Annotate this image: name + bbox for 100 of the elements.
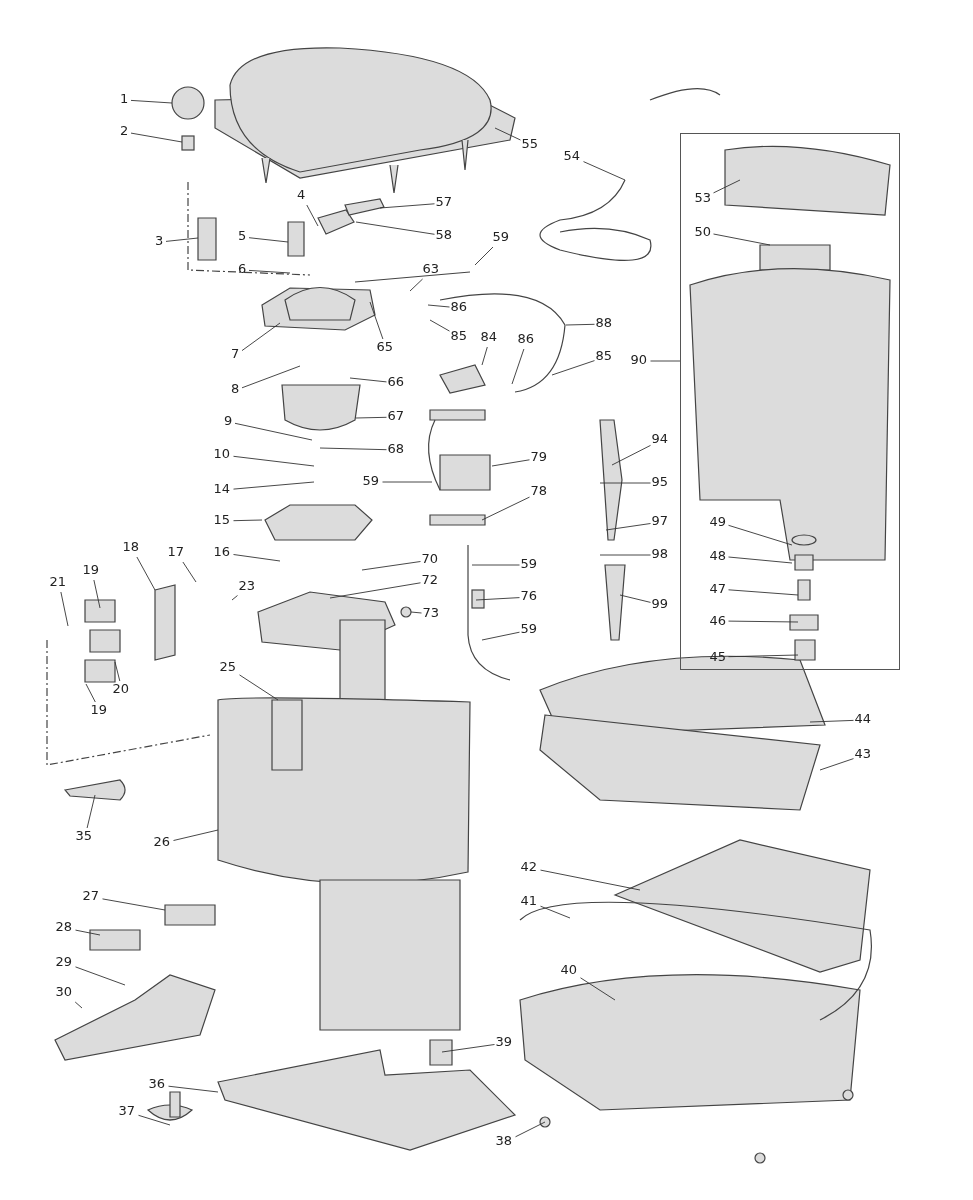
leader-line (355, 416, 387, 419)
callout-number: 39 (495, 1034, 513, 1050)
callout-number: 18 (122, 539, 140, 555)
callout-number: 28 (55, 919, 73, 935)
inset-frame (680, 133, 900, 670)
leader-line (551, 360, 595, 376)
leader-line (382, 481, 433, 483)
callout-number: 84 (480, 329, 498, 345)
leader-line (494, 127, 521, 141)
leader-line (728, 556, 793, 564)
callout-number: 50 (694, 224, 712, 240)
leader-line (233, 519, 263, 522)
callout-number: 98 (651, 546, 669, 562)
callout-number: 36 (148, 1076, 166, 1092)
callout-number: 17 (167, 544, 185, 560)
callout-number: 9 (224, 413, 233, 429)
callout-number: 58 (435, 227, 453, 243)
leader-line (599, 482, 651, 484)
callout-number: 2 (120, 123, 129, 139)
callout-number: 59 (492, 229, 510, 245)
callout-number: 53 (694, 190, 712, 206)
callout-number: 1 (120, 91, 129, 107)
callout-number: 6 (238, 261, 247, 277)
callout-number: 3 (155, 233, 164, 249)
callout-number: 86 (450, 299, 468, 315)
callout-number: 14 (213, 481, 231, 497)
leader-line (491, 459, 530, 467)
leader-line (93, 579, 101, 609)
leader-line (349, 377, 387, 383)
callout-number: 47 (709, 581, 727, 597)
callout-number: 38 (495, 1133, 513, 1149)
leader-line (605, 523, 651, 531)
callout-number: 30 (55, 984, 73, 1000)
callout-number: 79 (530, 449, 548, 465)
leader-line (60, 591, 69, 627)
leader-line (86, 794, 96, 829)
callout-number: 54 (563, 148, 581, 164)
callout-number: 7 (231, 346, 240, 362)
callout-number: 59 (520, 621, 538, 637)
callout-number: 97 (651, 513, 669, 529)
leader-line (429, 319, 450, 332)
leader-line (728, 654, 799, 658)
leader-line (583, 161, 626, 181)
leader-line (481, 496, 530, 521)
callout-number: 16 (213, 544, 231, 560)
leader-line (819, 758, 854, 771)
callout-number: 95 (651, 474, 669, 490)
leader-line (241, 322, 281, 352)
leader-line (102, 898, 166, 911)
callout-number: 73 (422, 605, 440, 621)
callout-number: 72 (421, 572, 439, 588)
leader-line (173, 829, 219, 841)
leader-line (319, 447, 387, 451)
leader-line (471, 564, 520, 566)
leader-line (234, 422, 313, 441)
callout-number: 29 (55, 954, 73, 970)
leader-line (136, 556, 156, 591)
callout-number: 15 (213, 512, 231, 528)
leader-line (306, 204, 319, 227)
leader-line (809, 719, 854, 723)
callout-number: 59 (520, 556, 538, 572)
callout-number: 68 (387, 441, 405, 457)
callout-number: 94 (651, 431, 669, 447)
leader-line (713, 179, 741, 194)
callout-number: 85 (450, 328, 468, 344)
leader-line (540, 869, 641, 891)
leader-line (713, 233, 771, 246)
leader-line (182, 561, 197, 583)
leader-line (427, 304, 450, 308)
callout-number: 10 (213, 446, 231, 462)
callout-number: 8 (231, 381, 240, 397)
callout-number: 90 (630, 352, 648, 368)
leader-line (239, 674, 279, 701)
callout-number: 42 (520, 859, 538, 875)
leader-line (361, 561, 421, 571)
leader-line (75, 966, 126, 986)
callout-number: 66 (387, 374, 405, 390)
callout-number: 25 (219, 659, 237, 675)
callout-number: 41 (520, 893, 538, 909)
leader-line (168, 1085, 219, 1093)
leader-line (248, 269, 291, 274)
leader-line (138, 1114, 171, 1126)
leader-line (599, 554, 651, 556)
callout-number: 43 (854, 746, 872, 762)
callout-number: 27 (82, 888, 100, 904)
callout-number: 40 (560, 962, 578, 978)
leader-line (233, 455, 315, 467)
leader-line (611, 444, 651, 466)
callout-number: 19 (90, 702, 108, 718)
callout-number: 86 (517, 331, 535, 347)
callout-number: 4 (297, 187, 306, 203)
callout-number: 65 (376, 339, 394, 355)
leader-line (475, 597, 520, 601)
callout-number: 21 (49, 574, 67, 590)
callout-number: 67 (387, 408, 405, 424)
callout-number: 57 (435, 194, 453, 210)
leader-line (619, 594, 651, 603)
callout-number: 26 (153, 834, 171, 850)
callout-number: 19 (82, 562, 100, 578)
callout-number: 37 (118, 1103, 136, 1119)
